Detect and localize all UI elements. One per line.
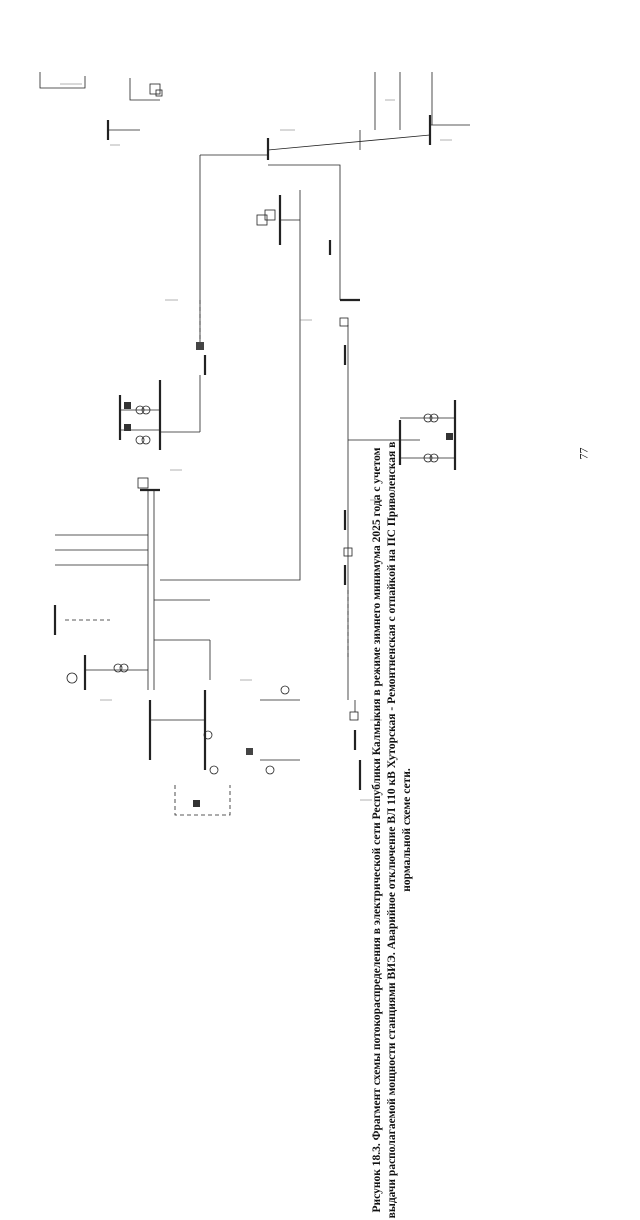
upper-right-feeders bbox=[266, 72, 470, 160]
lower-left-equipment bbox=[53, 605, 300, 816]
upper-left-fragment bbox=[39, 72, 163, 140]
left-vertical-trunk bbox=[55, 477, 211, 690]
power-flow-diagram bbox=[39, 72, 470, 816]
main-trunk-lines bbox=[160, 154, 341, 581]
right-upper-substation bbox=[256, 195, 360, 365]
right-vertical-trunk bbox=[343, 325, 457, 790]
caption-prefix: Рисунок 18.3. bbox=[371, 1143, 383, 1213]
central-substation bbox=[118, 375, 201, 450]
faint-annotations bbox=[100, 99, 452, 801]
